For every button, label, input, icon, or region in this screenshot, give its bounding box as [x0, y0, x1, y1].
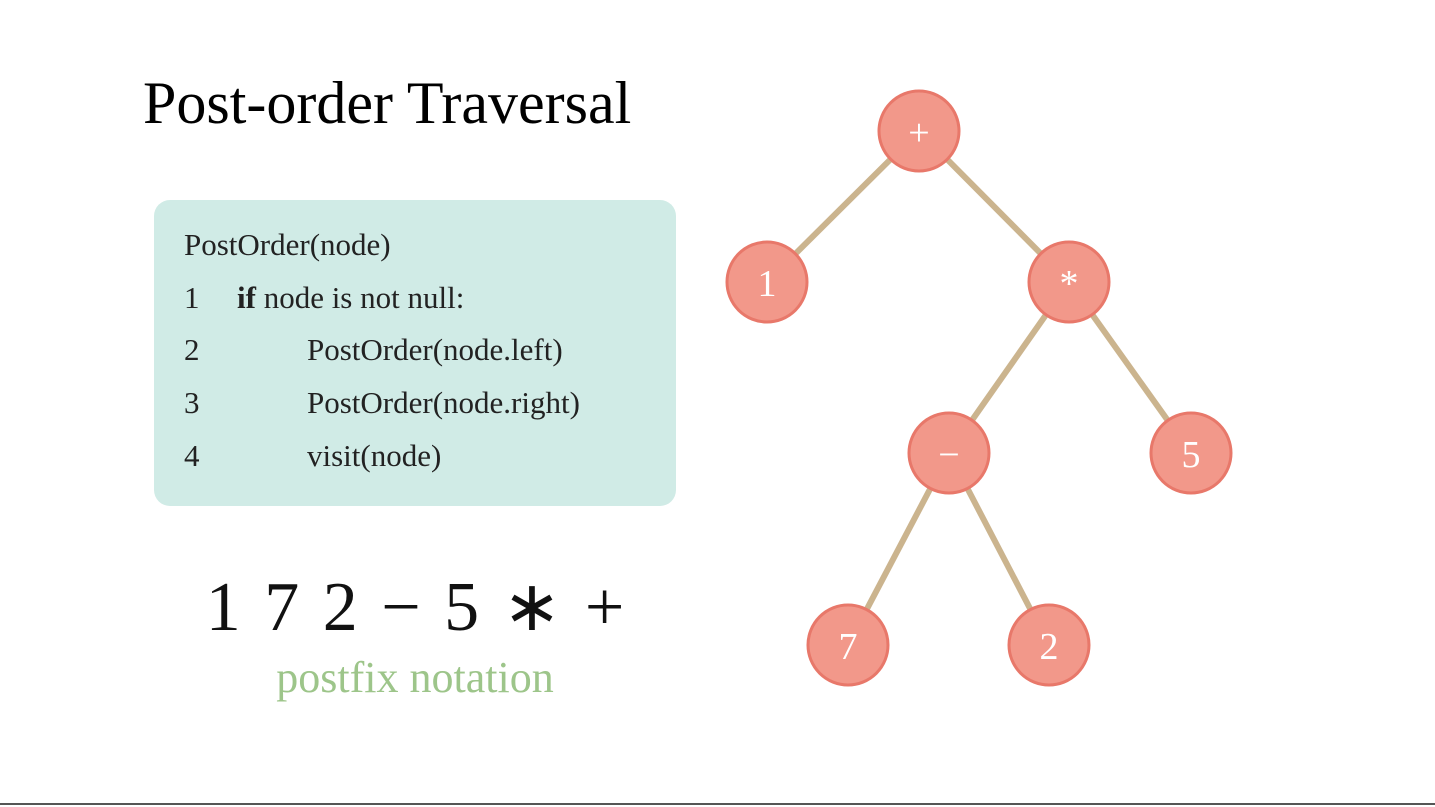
tree-edges [764, 128, 1194, 647]
pseudocode-box [154, 200, 676, 506]
keyword: if [237, 280, 256, 315]
tree-node-minus: − [907, 411, 991, 495]
tree-node-label: 1 [758, 263, 777, 305]
tree-node-circle [806, 603, 890, 687]
tree-node-one: 1 [725, 240, 809, 324]
line-number: 2 [184, 332, 200, 367]
tree-node-seven: 7 [806, 603, 890, 687]
tree-node-label: 7 [839, 626, 858, 668]
tree-node-label: + [908, 112, 929, 154]
line-text: visit(node) [307, 438, 442, 473]
pseudocode-header: PostOrder(node) [184, 227, 391, 262]
line-text: PostOrder(node.left) [307, 332, 563, 367]
line-body: if node is not null: [237, 278, 464, 318]
tree-nodes: +1 * − 5 7 2 [725, 89, 1233, 687]
tree-node-two: 2 [1007, 603, 1091, 687]
tree-node-plus: + [877, 89, 961, 173]
tree-node-times: * [1027, 240, 1111, 324]
slide-title: Post-order Traversal [143, 70, 632, 136]
tree-node-label: 2 [1040, 626, 1059, 668]
tree-node-circle [1007, 603, 1091, 687]
line-text: node is not null: [255, 280, 465, 315]
tree-node-circle [877, 89, 961, 173]
tree-node-circle [725, 240, 809, 324]
tree-node-circle [1149, 411, 1233, 495]
line-number: 1 [184, 280, 200, 315]
line-number: 4 [184, 438, 200, 473]
line-number: 3 [184, 385, 200, 420]
tree-node-label: − [938, 434, 959, 476]
postfix-caption: postfix notation [276, 653, 554, 702]
tree-node-circle [1027, 240, 1111, 324]
tree-node-circle [907, 411, 991, 495]
tree-node-five: 5 [1149, 411, 1233, 495]
line-text: PostOrder(node.right) [307, 385, 580, 420]
bottom-divider [0, 803, 1435, 805]
postfix-expression: 1 7 2 − 5 ∗ + [205, 569, 625, 646]
tree-node-label: * [1060, 263, 1079, 305]
tree-node-label: 5 [1182, 434, 1201, 476]
